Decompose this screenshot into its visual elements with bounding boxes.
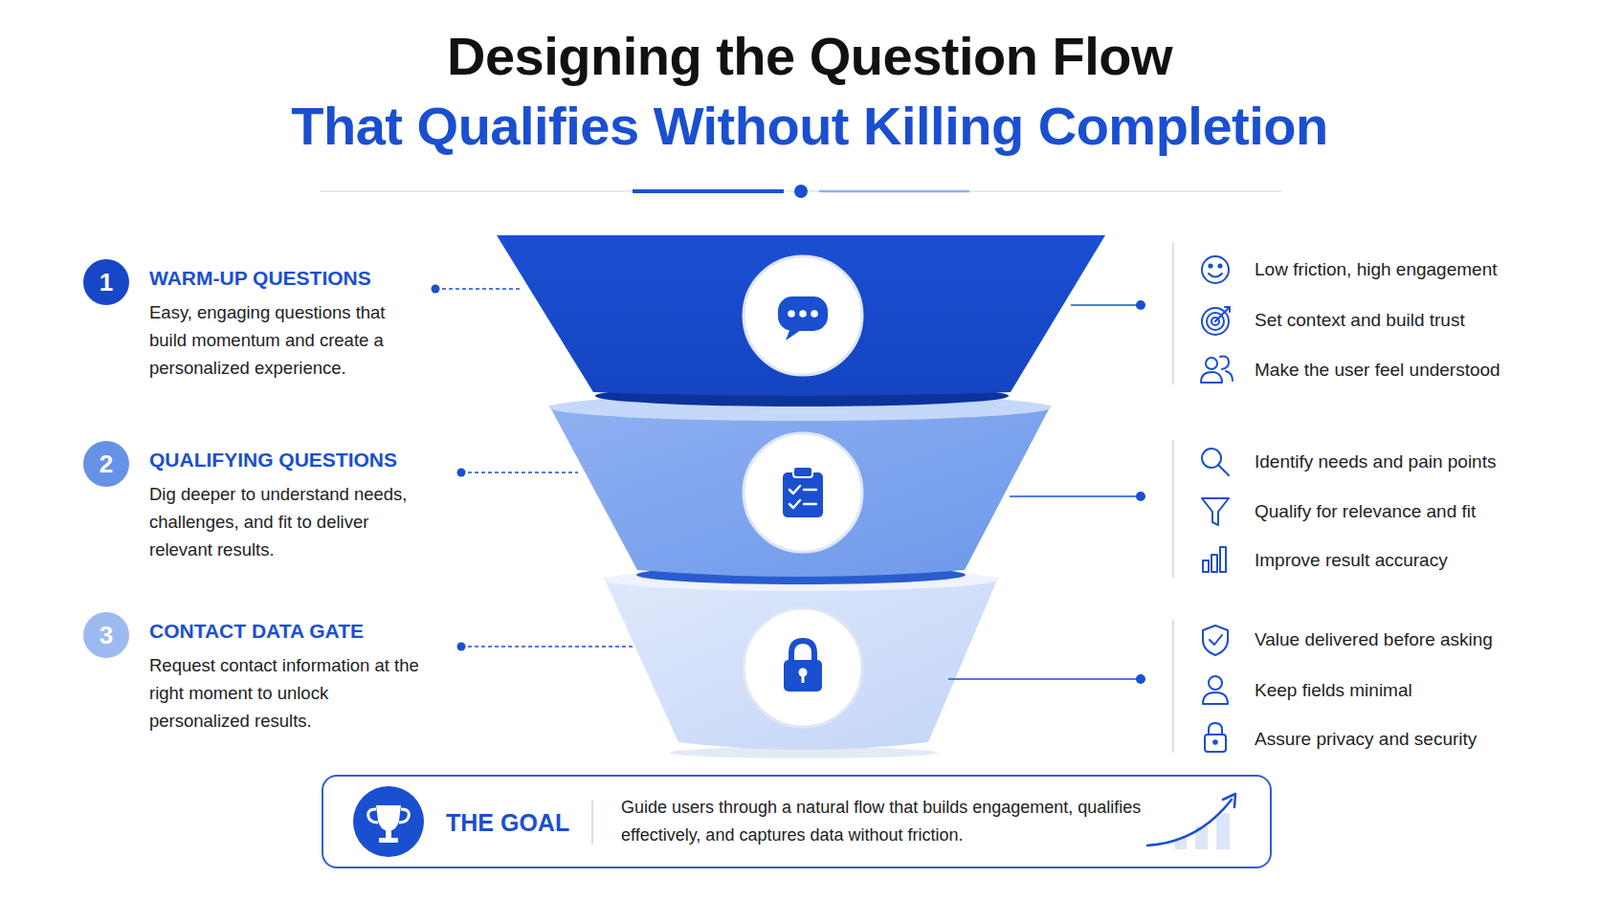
smiley-eye [1218, 264, 1222, 267]
leader-line [435, 288, 523, 290]
chat-icon [785, 328, 801, 341]
smiley-icon [1201, 256, 1229, 284]
benefit-text: Set context and build trust [1254, 309, 1466, 333]
smiley-eye [1208, 264, 1212, 267]
growth-arrowhead [1222, 794, 1236, 808]
benefit-text: Make the user feel understood [1254, 358, 1501, 382]
bar-icon [1211, 555, 1218, 573]
lock-icon [1204, 734, 1226, 753]
step-block: 1 WARM-UP QUESTIONS Easy, engaging questio… [83, 259, 486, 403]
step-heading: CONTACT DATA GATE [149, 620, 364, 644]
shield-check [1209, 635, 1223, 645]
leader-line [1070, 304, 1141, 307]
step-heading: QUALIFYING QUESTIONS [149, 448, 398, 472]
funnel-band [496, 235, 1106, 397]
clipboard-clip [793, 466, 813, 478]
goal-box: THE GOAL Guide users through a natural fl… [321, 775, 1272, 869]
step-block: 3 CONTACT DATA GATE Request contact inform… [83, 612, 486, 756]
title: Designing the Question Flow [9, 25, 1600, 88]
benefit-text: Improve result accuracy [1254, 549, 1448, 573]
list-line [803, 488, 817, 492]
leader-line [1009, 495, 1141, 498]
goal-text: Guide users through a natural flow that … [621, 794, 1143, 850]
goal-heading: THE GOAL [445, 808, 570, 838]
growth-curve [1147, 800, 1232, 846]
trophy-stem [385, 830, 392, 839]
people-icon [1205, 357, 1218, 370]
subtitle: That Qualifies Without Killing Completio… [9, 95, 1600, 157]
leader-dot [1135, 300, 1146, 311]
bar-icon [1202, 560, 1209, 573]
search-icon [1218, 465, 1229, 476]
padlock-shackle [791, 641, 815, 663]
step-description: Dig deeper to understand needs, challeng… [149, 480, 437, 564]
growth-bar [1216, 813, 1230, 850]
chat-dot [810, 310, 819, 318]
people-icon [1220, 356, 1233, 381]
people-icon [1200, 372, 1223, 383]
chat-dot [799, 310, 807, 318]
benefit-text: Low friction, high engagement [1254, 258, 1498, 282]
step-description: Request contact information at the right… [149, 651, 423, 735]
step-number: 3 [83, 612, 130, 659]
person-icon [1202, 692, 1228, 705]
trophy-handle [399, 809, 409, 823]
icon-group [1200, 256, 1233, 753]
check-mark [789, 486, 800, 494]
target-icon [1201, 308, 1229, 335]
icon-circle [743, 256, 863, 376]
step-description: Easy, engaging questions that build mome… [149, 298, 423, 382]
step-heading: WARM-UP QUESTIONS [149, 266, 372, 290]
bar-icon [1220, 547, 1226, 573]
trophy-circle [353, 786, 424, 858]
step-number: 1 [83, 259, 130, 306]
keyhole [801, 674, 805, 684]
icon-circle [743, 608, 863, 728]
leader-dot [1135, 491, 1146, 502]
padlock-body [783, 660, 823, 692]
benefit-text: Assure privacy and security [1254, 728, 1477, 752]
separator-line [591, 800, 594, 845]
bracket-line [1172, 620, 1175, 754]
leader-line [948, 678, 1141, 681]
bracket-line [1172, 243, 1175, 385]
smiley-mouth [1208, 273, 1223, 278]
divider-accent [632, 189, 784, 194]
chat-dot [787, 310, 796, 318]
trophy-handle [368, 809, 378, 823]
person-icon [1208, 676, 1223, 690]
bracket-line [1172, 440, 1175, 578]
trophy-base [378, 838, 399, 844]
divider-dot [794, 184, 808, 199]
benefit-text: Value delivered before asking [1254, 628, 1493, 652]
funnel-band [603, 577, 999, 751]
trophy-cup [376, 805, 401, 832]
divider-accent [819, 190, 970, 194]
benefit-text: Qualify for relevance and fit [1254, 500, 1476, 524]
target-arrow [1215, 307, 1230, 322]
step-block: 2 QUALIFYING QUESTIONS Dig deeper to under… [83, 441, 486, 585]
icon-circle [743, 433, 863, 553]
filter-icon [1201, 498, 1229, 526]
chat-icon [777, 296, 828, 332]
list-line [803, 503, 817, 507]
clipboard-icon [782, 472, 823, 518]
step-number: 2 [83, 441, 130, 488]
lock-icon [1208, 723, 1223, 735]
leader-dot [1135, 674, 1146, 685]
shield-icon [1202, 625, 1228, 656]
leader-line [461, 471, 578, 474]
leader-line [461, 645, 636, 648]
funnel-band [549, 405, 1051, 578]
benefit-text: Keep fields minimal [1254, 679, 1413, 703]
benefit-text: Identify needs and pain points [1254, 450, 1496, 474]
check-mark [789, 500, 800, 509]
lock-keyhole [1213, 740, 1218, 745]
